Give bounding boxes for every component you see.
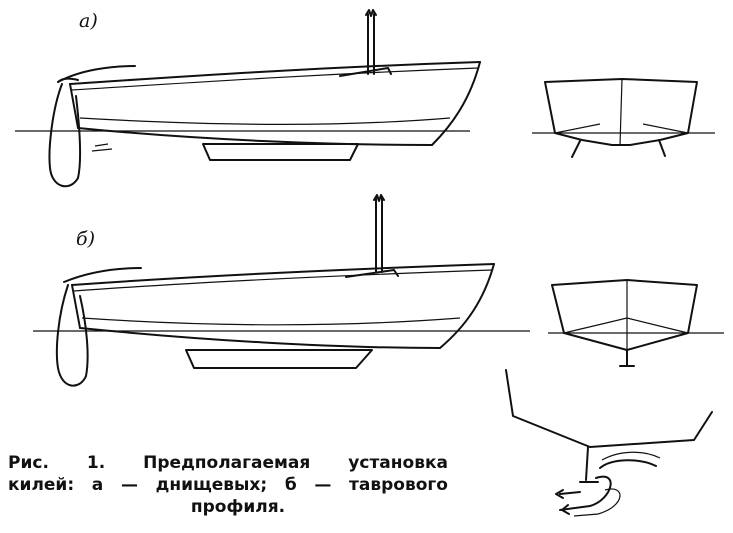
figure-caption: Рис. 1. Предполагаемая установка килей: … — [8, 452, 448, 518]
mast-top-a — [365, 9, 377, 17]
mast-top-b — [373, 194, 385, 202]
boat-b-section — [548, 279, 724, 367]
section-b-t-keel — [619, 349, 635, 367]
rudder-a — [48, 83, 82, 188]
flow-streamlines — [573, 451, 661, 517]
mast-b — [375, 197, 383, 273]
caption-word: таврового — [349, 475, 448, 495]
hull-mark-a — [91, 143, 113, 152]
transom-a — [69, 83, 79, 129]
tiller-b — [63, 267, 142, 283]
caption-word: 1. — [86, 453, 106, 473]
t-keel-flow-detail — [505, 369, 713, 517]
section-a-centerline — [619, 78, 623, 146]
caption-word: Рис. — [8, 453, 49, 473]
section-a-outline — [544, 78, 698, 146]
bow-a — [431, 61, 481, 146]
sheer-b — [71, 263, 495, 286]
transom-b — [71, 284, 81, 329]
tiller-base-a — [57, 77, 79, 83]
chine-b — [81, 317, 461, 326]
caption-word: б — [284, 475, 297, 495]
hull-bottom-b — [79, 327, 441, 349]
caption-word: днищевых; — [155, 475, 268, 495]
chine-a — [79, 117, 451, 126]
caption-word: килей: — [8, 475, 75, 495]
boat-a-side-view — [15, 9, 481, 188]
section-b-frames — [563, 317, 689, 334]
flow-arrow-left-head — [555, 489, 581, 499]
detail-keel-fin — [579, 446, 599, 483]
caption-word: установка — [348, 453, 448, 473]
caption-line-1: Рис. 1. Предполагаемая установка — [8, 452, 448, 474]
label-variant-a: а) — [79, 10, 98, 32]
sheer-a — [69, 61, 481, 85]
sheer-inner-a — [71, 67, 479, 91]
hull-bottom-a — [77, 127, 433, 146]
bilge-keel-a — [202, 143, 359, 161]
boat-a-section — [532, 78, 715, 158]
caption-word: Предполагаемая — [143, 453, 311, 473]
section-a-frames — [554, 123, 689, 134]
label-variant-b: б) — [76, 228, 96, 250]
caption-line-2: килей: а — днищевых; б — таврового — [8, 474, 448, 496]
sheer-inner-b — [73, 269, 493, 292]
t-keel-b — [185, 349, 373, 369]
boat-b-side-view — [33, 194, 530, 387]
bow-b — [439, 263, 495, 349]
caption-line-3: профиля. — [190, 497, 286, 517]
section-a-bilge-keels — [571, 139, 666, 158]
caption-word: — — [120, 475, 138, 495]
rudder-b — [55, 284, 89, 387]
section-b-outline — [551, 279, 698, 351]
caption-word: — — [314, 475, 332, 495]
flow-arrow-upper — [599, 459, 657, 469]
detail-hull-section — [505, 369, 713, 448]
flow-arrow-bottom-head — [561, 504, 570, 515]
mast-a — [367, 13, 375, 75]
caption-word: а — [91, 475, 104, 495]
